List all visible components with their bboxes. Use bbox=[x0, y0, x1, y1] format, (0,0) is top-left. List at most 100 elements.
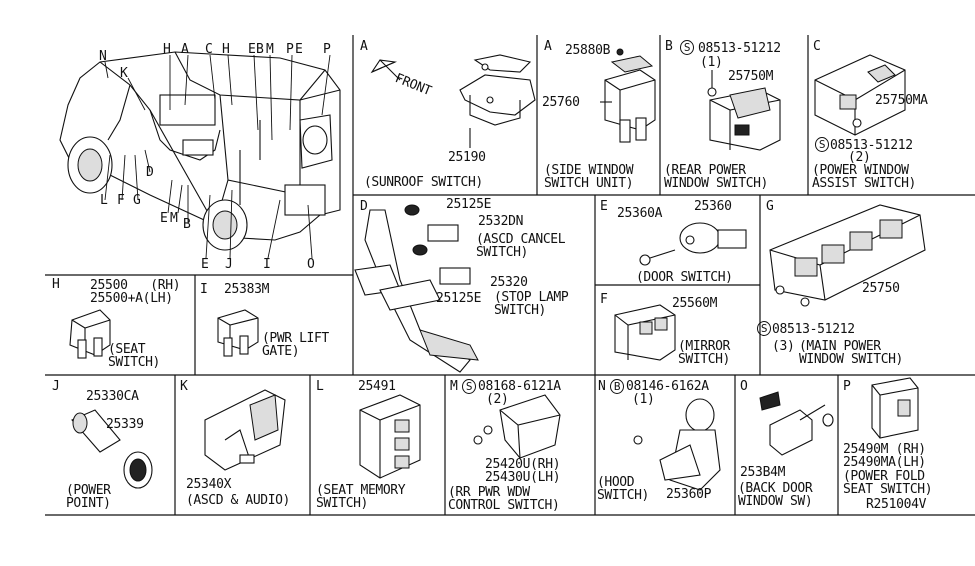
screw-symbol-g: S bbox=[757, 321, 771, 336]
locator-g: G bbox=[133, 193, 141, 208]
door-switch-part-number-1: 25360A bbox=[617, 206, 663, 221]
vehicle-outline bbox=[59, 51, 341, 241]
hood-switch-drawing bbox=[633, 398, 721, 491]
sunroof-switch-drawing bbox=[370, 54, 536, 148]
hood-switch-bolt-qty: (1) bbox=[632, 392, 655, 407]
stop-lamp-caption: (STOP LAMP SWITCH) bbox=[494, 290, 569, 318]
screw-symbol-c: S bbox=[815, 137, 829, 152]
power-fold-seat-switch-drawing bbox=[871, 377, 919, 439]
vehicle-wheels bbox=[67, 136, 248, 251]
locator-e3: E bbox=[160, 211, 168, 226]
section-k-letter: K bbox=[180, 379, 188, 394]
locator-a: A bbox=[181, 42, 189, 57]
power-point-part-number-1: 25330CA bbox=[86, 389, 139, 404]
main-power-window-part-number: 25750 bbox=[862, 281, 900, 296]
power-fold-part-number-lh: 25490MA(LH) bbox=[843, 455, 926, 470]
sunroof-switch-part-number: 25190 bbox=[448, 150, 486, 165]
pwr-lift-gate-part-number: 25383M bbox=[224, 282, 270, 297]
section-h-letter: H bbox=[52, 277, 60, 292]
vehicle-locator-leaders bbox=[104, 54, 331, 259]
rr-pwr-wdw-caption: (RR PWR WDW CONTROL SWITCH) bbox=[448, 485, 560, 513]
section-e-letter: E bbox=[600, 199, 608, 214]
side-window-caption: (SIDE WINDOW SWITCH UNIT) bbox=[544, 163, 634, 191]
stop-lamp-switch-drawing bbox=[354, 204, 479, 373]
door-switch-drawing bbox=[639, 222, 747, 266]
locator-e: E bbox=[248, 42, 256, 57]
locator-p: P bbox=[286, 42, 294, 57]
section-f-letter: F bbox=[600, 292, 608, 307]
ascd-cancel-part-number-2: 2532DN bbox=[478, 214, 524, 229]
side-window-part-number-2: 25760 bbox=[542, 95, 580, 110]
ascd-cancel-part-number-1: 25125E bbox=[446, 197, 492, 212]
section-o-letter: O bbox=[740, 379, 748, 394]
sunroof-switch-caption: (SUNROOF SWITCH) bbox=[364, 175, 483, 190]
section-a-letter: A bbox=[360, 39, 368, 54]
locator-n: N bbox=[99, 49, 107, 64]
pwr-lift-gate-caption: (PWR LIFT GATE) bbox=[262, 331, 329, 359]
seat-switch-drawing bbox=[69, 309, 111, 359]
seat-memory-part-number: 25491 bbox=[358, 379, 396, 394]
assist-switch-screw-number: 08513-51212 bbox=[830, 138, 913, 153]
section-j-letter: J bbox=[52, 379, 60, 394]
assist-switch-part-number: 25750MA bbox=[875, 93, 928, 108]
mirror-switch-caption: (MIRROR SWITCH) bbox=[678, 339, 730, 367]
locator-h: H bbox=[163, 42, 171, 57]
section-c-letter: C bbox=[813, 39, 821, 54]
power-fold-part-number-rh: 25490M (RH) bbox=[843, 442, 926, 457]
section-b-letter: B bbox=[665, 39, 673, 54]
locator-h2: H bbox=[222, 42, 230, 57]
ascd-audio-switch-drawing bbox=[204, 389, 286, 471]
main-power-window-screw-number: 08513-51212 bbox=[772, 322, 855, 337]
power-fold-caption: (POWER FOLD SEAT SWITCH) bbox=[843, 469, 933, 497]
panel-grid-lines bbox=[45, 35, 975, 516]
main-power-window-screw-qty: (3) bbox=[772, 339, 795, 354]
seat-switch-part-number-rh: 25500 (RH) bbox=[90, 278, 181, 293]
locator-k: K bbox=[120, 66, 128, 81]
rr-pwr-wdw-control-switch-drawing bbox=[473, 394, 561, 459]
locator-o: O bbox=[307, 257, 315, 272]
rr-pwr-wdw-part-number-rh: 25420U(RH) bbox=[485, 457, 561, 472]
back-door-window-part-number: 253B4M bbox=[740, 465, 786, 480]
section-n-letter: N bbox=[598, 379, 606, 394]
mirror-switch-part-number: 25560M bbox=[672, 296, 718, 311]
locator-m2: M bbox=[170, 211, 178, 226]
section-a2-letter: A bbox=[544, 39, 552, 54]
back-door-window-sw-drawing bbox=[759, 391, 834, 456]
back-door-window-caption: (BACK DOOR WINDOW SW) bbox=[738, 481, 813, 509]
locator-j: J bbox=[225, 257, 233, 272]
power-point-drawing bbox=[71, 409, 153, 489]
locator-b: B bbox=[256, 42, 264, 57]
locator-e2: E bbox=[295, 42, 303, 57]
rear-power-window-switch-drawing bbox=[707, 70, 781, 151]
locator-b2: B bbox=[183, 217, 191, 232]
hood-switch-part-number: 25360P bbox=[666, 487, 712, 502]
section-m-letter: M bbox=[450, 379, 458, 394]
main-power-window-caption: (MAIN POWER WINDOW SWITCH) bbox=[799, 339, 903, 367]
mirror-switch-drawing bbox=[614, 304, 676, 361]
bolt-symbol-n: B bbox=[610, 379, 624, 394]
section-i-letter: I bbox=[200, 282, 208, 297]
stop-lamp-part-number-1: 25320 bbox=[490, 275, 528, 290]
seat-switch-part-number-lh: 25500+A(LH) bbox=[90, 291, 173, 306]
hood-switch-bolt-number: 08146-6162A bbox=[626, 379, 709, 394]
diagram-reference-code: R251004V bbox=[866, 497, 927, 512]
stop-lamp-part-number-2: 25125E bbox=[436, 291, 482, 306]
locator-c: C bbox=[205, 42, 213, 57]
power-point-part-number-2: 25339 bbox=[106, 417, 144, 432]
rear-power-window-screw-qty: (1) bbox=[700, 55, 723, 70]
locator-m: M bbox=[266, 42, 274, 57]
ascd-audio-part-number: 25340X bbox=[186, 477, 232, 492]
section-g-letter: G bbox=[766, 199, 774, 214]
section-p-letter: P bbox=[843, 379, 851, 394]
locator-i: I bbox=[263, 257, 271, 272]
locator-f: F bbox=[117, 193, 125, 208]
assist-switch-screw-qty: (2) bbox=[848, 150, 871, 165]
rr-pwr-wdw-screw-number: 08168-6121A bbox=[478, 379, 561, 394]
screw-symbol-m: S bbox=[462, 379, 476, 394]
ascd-audio-caption: (ASCD & AUDIO) bbox=[186, 493, 290, 508]
seat-switch-caption: (SEAT SWITCH) bbox=[108, 342, 160, 370]
section-d-letter: D bbox=[360, 199, 368, 214]
seat-memory-switch-drawing bbox=[359, 394, 421, 479]
main-power-window-switch-drawing bbox=[769, 204, 926, 307]
